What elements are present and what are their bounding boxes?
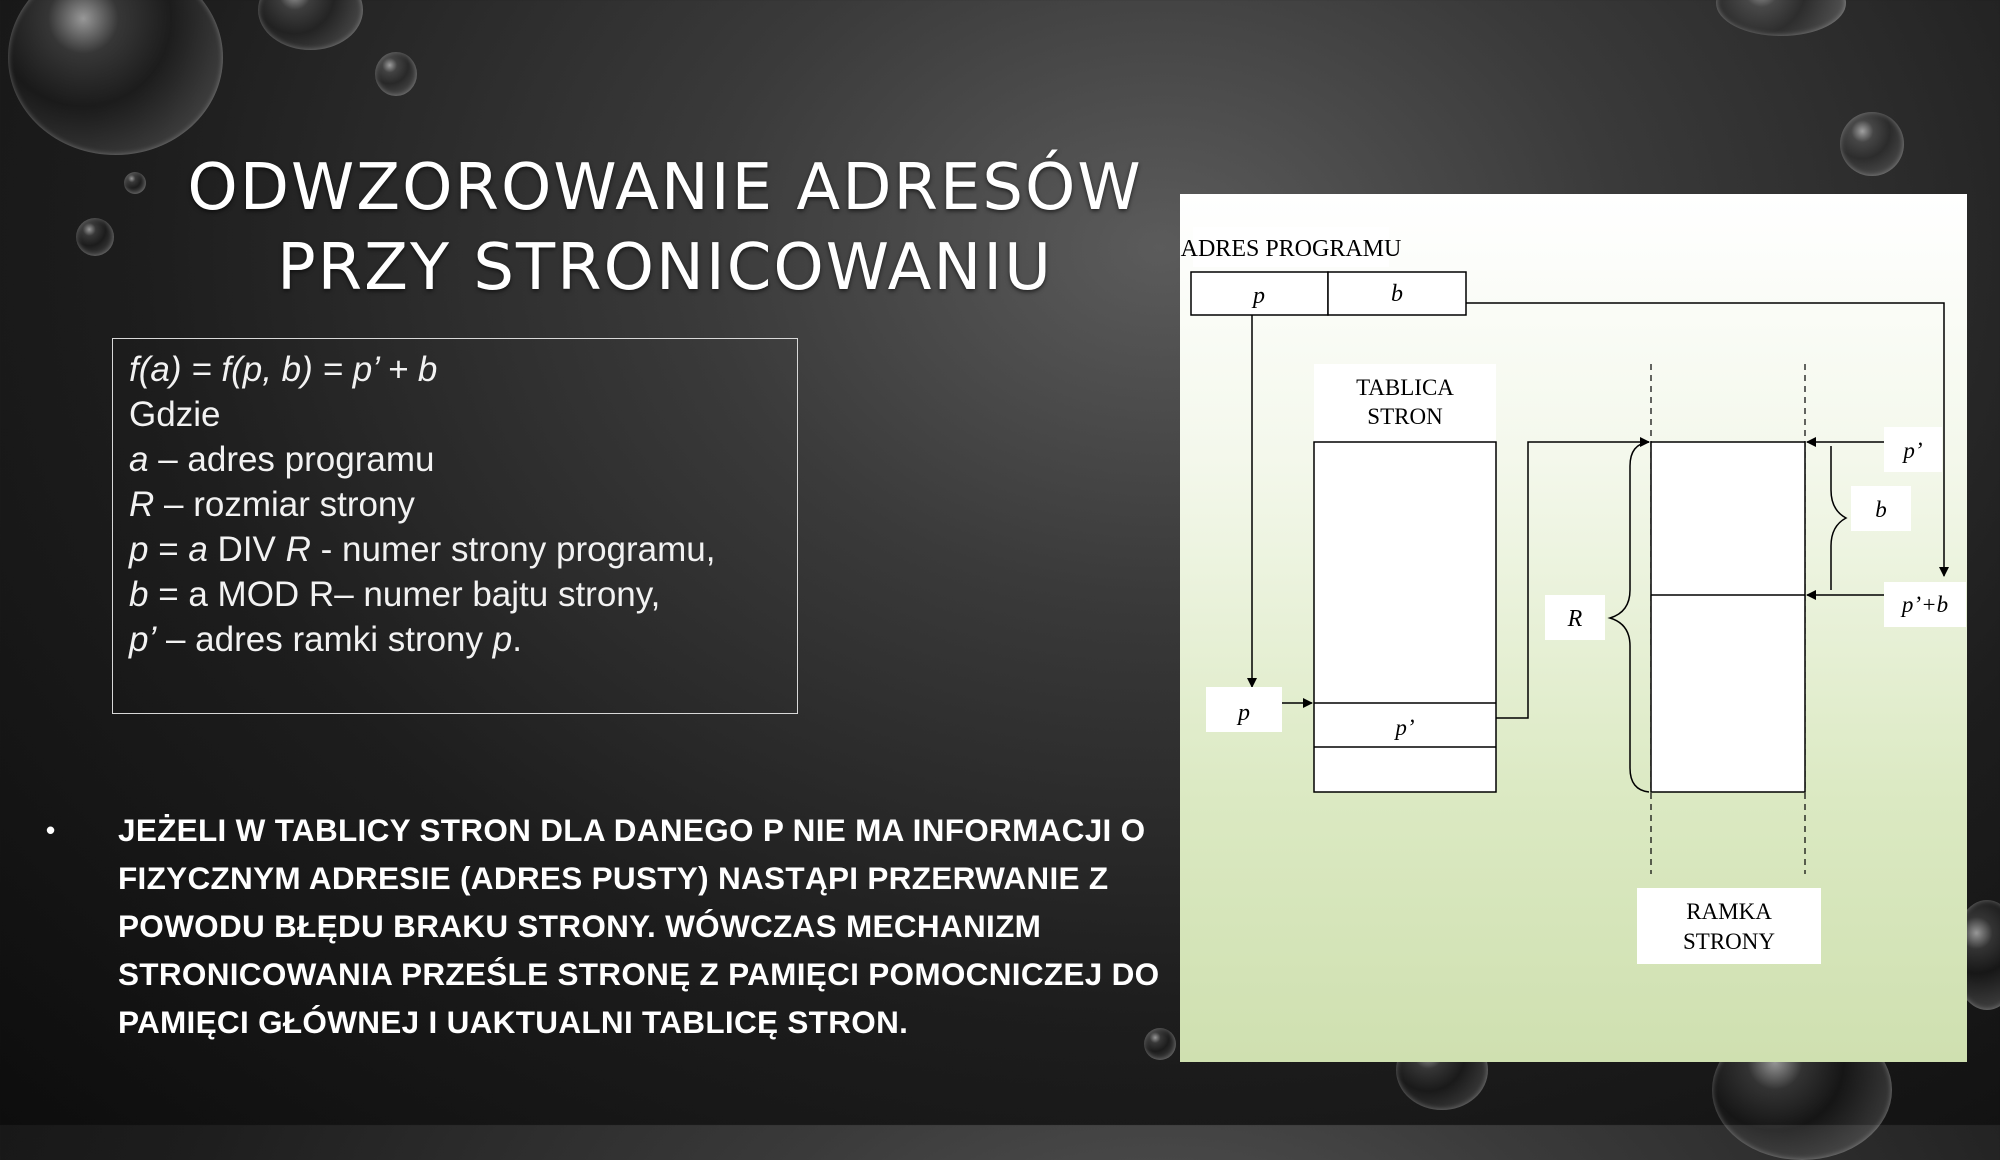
var-p-prime: p’	[129, 620, 157, 659]
page-table-label-box	[1314, 364, 1496, 444]
decorative-bubble	[1716, 0, 1846, 36]
frame-label-box	[1637, 888, 1821, 964]
decorative-bubble	[375, 52, 417, 96]
var-R: R	[285, 530, 311, 569]
bullet-icon: •	[46, 815, 56, 845]
R-label-box	[1545, 595, 1605, 640]
arrow-b-offset	[1466, 302, 1949, 577]
definition-p-prime: p’ – adres ramki strony p.	[129, 617, 781, 662]
definition-text: – adres programu	[148, 440, 435, 479]
definition-text: – adres ramki strony	[156, 620, 493, 659]
title-line-2: PRZY STRONICOWANIU	[277, 231, 1053, 305]
definition-b: b = a MOD R– numer bajtu strony,	[129, 572, 781, 617]
var-b: b	[129, 575, 149, 614]
formula-text: f(a) = f(p, b) = p’ + b	[129, 350, 438, 389]
definition-R: R – rozmiar strony	[129, 482, 781, 527]
page-table	[1313, 441, 1497, 793]
page-frame	[1650, 441, 1806, 793]
definition-text: DIV	[207, 530, 286, 569]
paging-diagram-svg: ADRES PROGRAMU p b TABLICA STRON p’ p R	[1181, 227, 1966, 964]
decorative-bubble	[1840, 112, 1904, 176]
R-brace	[1607, 441, 1650, 793]
page-table-entry-p-prime: p’	[1393, 715, 1414, 740]
p-prime-label: p’	[1901, 438, 1922, 463]
address-field-b	[1327, 271, 1467, 316]
R-label: R	[1567, 606, 1583, 632]
field-p-label: p	[1251, 283, 1265, 309]
arrow-p-prime-to-frame	[1496, 437, 1650, 719]
slide-title: ODWZOROWANIE ADRESÓW PRZY STRONICOWANIU	[140, 148, 1190, 308]
p-prime-plus-b-label: p’+b	[1900, 592, 1948, 617]
program-address-label: ADRES PROGRAMU	[1181, 236, 1402, 262]
frame-label-2: STRONY	[1683, 929, 1775, 954]
bullet-text: JEŻELI W TABLICY STRON DLA DANEGO P NIE …	[118, 812, 1160, 1040]
definition-text: =	[148, 530, 189, 569]
decorative-bubble	[76, 218, 114, 256]
decorative-bubble	[1144, 1028, 1176, 1060]
formula-line: f(a) = f(p, b) = p’ + b	[129, 347, 781, 392]
paging-diagram: ADRES PROGRAMU p b TABLICA STRON p’ p R	[1180, 194, 1967, 1062]
p-prime-plus-b-label-box	[1884, 582, 1966, 627]
decorative-bubble	[124, 172, 146, 194]
definition-text: = a MOD R– numer bajtu strony,	[148, 575, 661, 614]
b-label-box	[1851, 486, 1911, 531]
definition-p: p = a DIV R - numer strony programu,	[129, 527, 781, 572]
definition-a: a – adres programu	[129, 437, 781, 482]
title-line-1: ODWZOROWANIE ADRESÓW	[187, 151, 1143, 225]
definition-text: – rozmiar strony	[154, 485, 415, 524]
field-b-label: b	[1391, 281, 1403, 307]
var-a: a	[129, 440, 149, 479]
var-R: R	[129, 485, 155, 524]
b-brace	[1830, 445, 1848, 590]
var-p: p	[492, 620, 513, 659]
page-input-box	[1206, 687, 1282, 732]
definition-text: .	[512, 620, 522, 659]
where-label: Gdzie	[129, 395, 221, 434]
var-a: a	[188, 530, 208, 569]
decorative-bubble	[258, 0, 363, 50]
p-prime-label-box	[1884, 427, 1942, 472]
b-label: b	[1875, 497, 1887, 522]
frame-label-1: RAMKA	[1686, 899, 1772, 924]
formula-box: f(a) = f(p, b) = p’ + b Gdzie a – adres …	[112, 338, 798, 714]
address-field-p	[1190, 271, 1329, 316]
program-address-label-box	[1193, 227, 1389, 267]
decorative-bubble	[8, 0, 223, 155]
page-table-label-2: STRON	[1367, 404, 1443, 429]
definition-text: - numer strony programu,	[310, 530, 716, 569]
page-table-label-1: TABLICA	[1356, 375, 1454, 400]
var-p: p	[129, 530, 149, 569]
page-input-label: p	[1236, 700, 1250, 726]
